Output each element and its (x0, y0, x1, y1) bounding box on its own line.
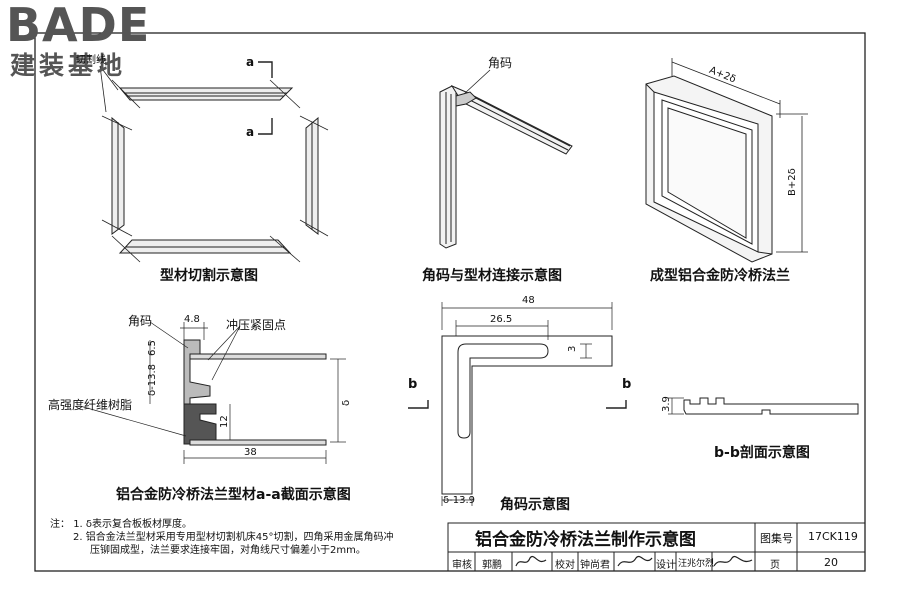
check-name: 钟尚君 (580, 560, 610, 571)
review-label: 审核 (452, 560, 472, 571)
section-aa-profile (79, 321, 346, 464)
resin-label: 高强度纤维树脂 (48, 398, 133, 412)
dim-3: 3 (567, 345, 578, 352)
caption-section-aa: 铝合金防冷桥法兰型材a-a截面示意图 (116, 487, 351, 503)
corner-connection (439, 69, 573, 249)
dim-delta-minus-13-8: δ-13.8 (147, 364, 158, 396)
dim-48: 48 (522, 295, 535, 306)
notes-title: 注： (50, 519, 70, 530)
dim-38: 38 (244, 447, 257, 458)
brand-tagline: 建装基地 (10, 51, 127, 80)
note-line: 压铆固成型，法兰要求连接牢固，对角线尺寸偏差小于2mm。 (90, 545, 366, 556)
section-mark-a-bottom: a (246, 125, 255, 139)
check-label: 校对 (555, 560, 575, 571)
note-line: 1. δ表示复合板板材厚度。 (73, 519, 193, 530)
corner-label-section: 角码 (128, 314, 153, 328)
cut-line-label: 切割线 (76, 55, 106, 66)
section-mark-b-left: b (408, 377, 418, 392)
drawing-title: 铝合金防冷桥法兰制作示意图 (475, 530, 696, 550)
caption-connection: 角码与型材连接示意图 (422, 268, 562, 284)
design-label: 设计 (656, 560, 676, 571)
dim-3-9: 3.9 (661, 396, 672, 412)
atlas-label: 图集号 (760, 532, 793, 545)
page-label: 页 (770, 560, 780, 571)
title-block-frame (447, 522, 866, 572)
signatures (515, 555, 753, 567)
dim-26-5: 26.5 (490, 314, 513, 325)
page-number: 20 (824, 556, 838, 569)
cut-profiles (99, 61, 329, 263)
caption-corner: 角码示意图 (500, 497, 570, 513)
notes: 注： 1. δ表示复合板板材厚度。 2. 铝合金法兰型材采用专用型材切割机床45… (50, 518, 445, 557)
caption-finished: 成型铝合金防冷桥法兰 (650, 268, 790, 284)
corner-detail (408, 302, 627, 506)
dim-height: B+2δ (787, 168, 798, 196)
dim-delta-minus-13-9: δ-13.9 (443, 495, 475, 506)
section-mark-a-top: a (246, 55, 255, 69)
finished-flange (645, 58, 808, 263)
dim-6-5: 6.5 (147, 340, 158, 356)
dim-12: 12 (219, 415, 230, 428)
review-name: 郭鹏 (482, 560, 502, 571)
atlas-value: 17CK119 (808, 530, 858, 543)
press-point-label: 冲压紧固点 (226, 318, 287, 332)
section-bb-profile (668, 397, 859, 415)
dim-4-8: 4.8 (184, 314, 200, 325)
section-mark-b-right: b (622, 377, 632, 392)
note-line: 2. 铝合金法兰型材采用专用型材切割机床45°切割，四角采用金属角码冲 (73, 532, 394, 543)
dim-delta: δ (341, 399, 352, 406)
brand-logo: BADE (6, 0, 151, 52)
corner-label-top: 角码 (488, 56, 513, 70)
caption-cutting: 型材切割示意图 (160, 268, 258, 284)
design-name: 汪兆尔烈 (678, 559, 715, 569)
caption-section-bb: b-b剖面示意图 (714, 445, 810, 461)
